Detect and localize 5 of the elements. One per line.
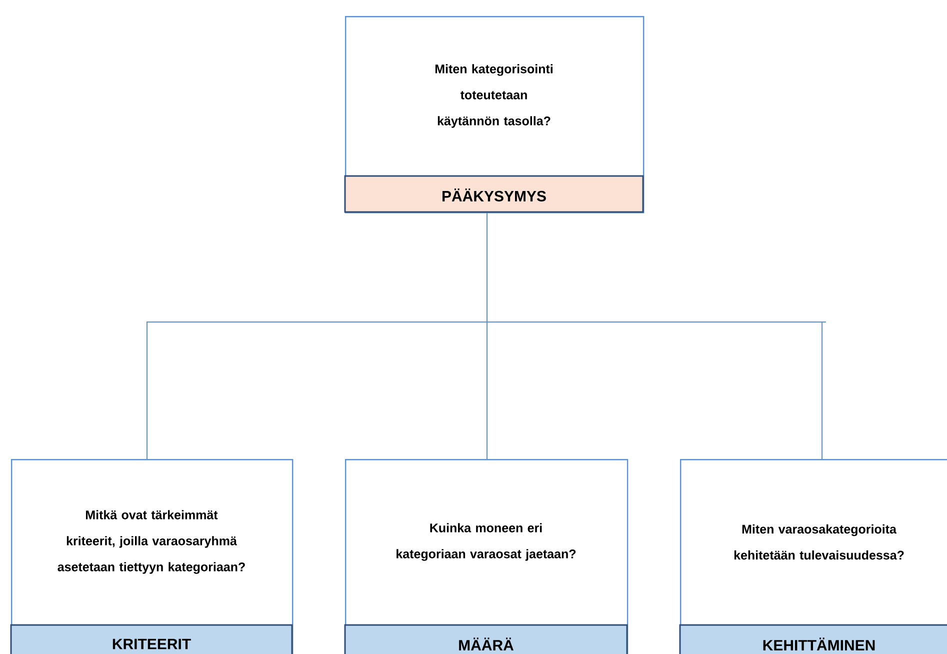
question-box: Mitkä ovat tärkeimmät kriteerit, joilla varaosaryhmä asetetaan tiettyyn kategoriaan? KRITEERIT (10, 459, 294, 654)
question-box: Kuinka moneen eri kategoriaan varaosat jaetaan? MÄÄRÄ (344, 459, 628, 654)
question-box: Miten kategorisointi toteutetaan käytännön tasolla? PÄÄKYSYMYS (344, 16, 644, 214)
question-box: Miten varaosakategorioita kehitetään tulevaisuudessa? KEHITTÄMINEN (679, 459, 947, 654)
connector-line (486, 212, 822, 460)
